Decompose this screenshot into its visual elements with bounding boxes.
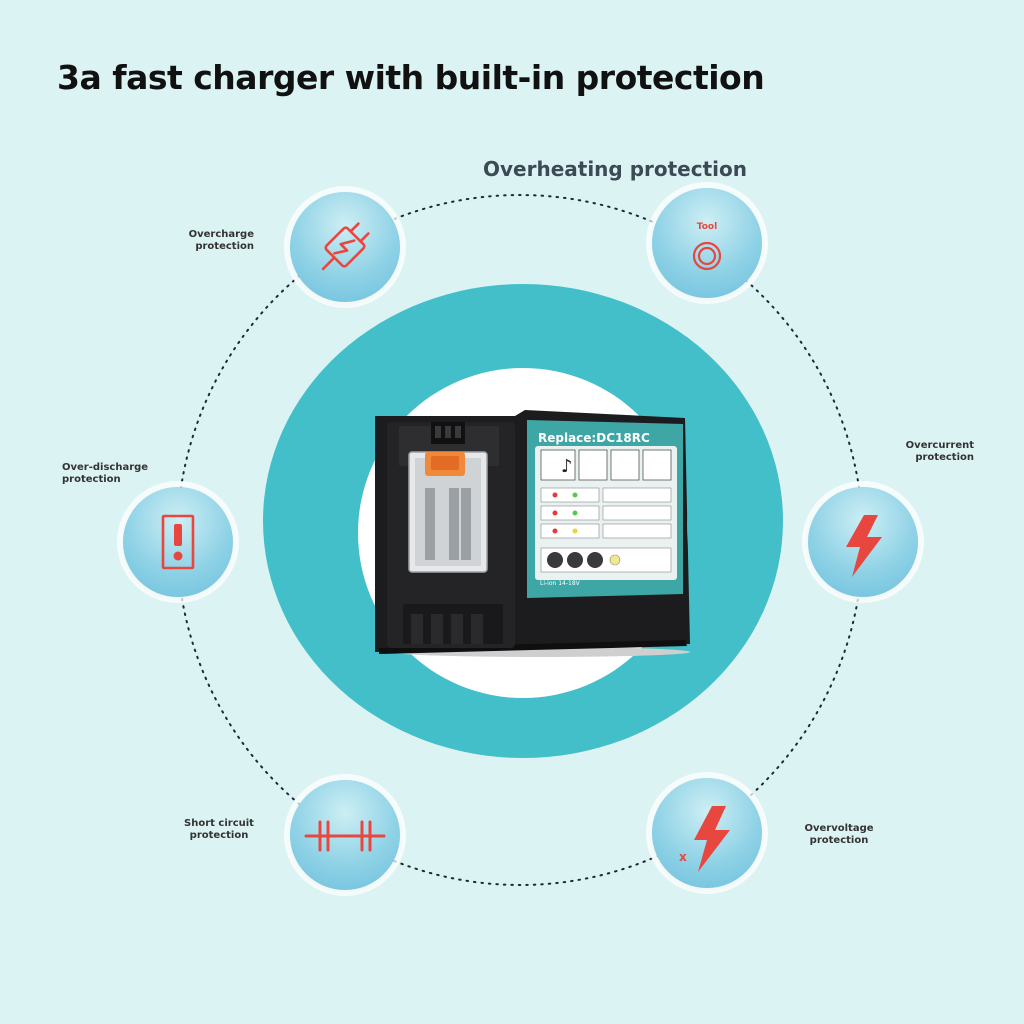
overcharge-label: Overcharge protection [188, 229, 254, 252]
shortcircuit-label: Short circuit protection [184, 818, 254, 841]
lightning-bolt-icon [846, 515, 882, 577]
panel-footer: Li-ion 14-18V [540, 580, 580, 587]
headline: 3a fast charger with built-in protection [57, 58, 765, 97]
charger-image: ♪ [375, 410, 690, 657]
exclamation-icon [161, 514, 195, 570]
overdischarge-feature [123, 487, 233, 597]
overdischarge-label: Over-discharge protection [62, 462, 149, 485]
overcharge-feature [290, 192, 400, 302]
panel-title: Replace:DC18RC [538, 431, 650, 445]
thermal-coil-icon [692, 241, 722, 271]
svg-text:♪: ♪ [561, 456, 573, 477]
overcurrent-feature [808, 487, 918, 597]
overheating-feature: Tool [652, 188, 762, 298]
overcurrent-label: Overcurrent protection [905, 440, 974, 463]
overvoltage-x-mark: x [679, 850, 687, 864]
overvoltage-label: Overvoltage protection [804, 823, 874, 846]
lightning-x-icon: x [679, 806, 730, 872]
overheating-caption: Overheating protection [483, 157, 747, 181]
plug-lightning-icon [321, 222, 370, 271]
shortcircuit-feature [290, 780, 400, 890]
circuit-capacitor-icon [304, 820, 386, 852]
tool-label: Tool [696, 222, 718, 232]
overvoltage-feature: x [652, 778, 762, 888]
